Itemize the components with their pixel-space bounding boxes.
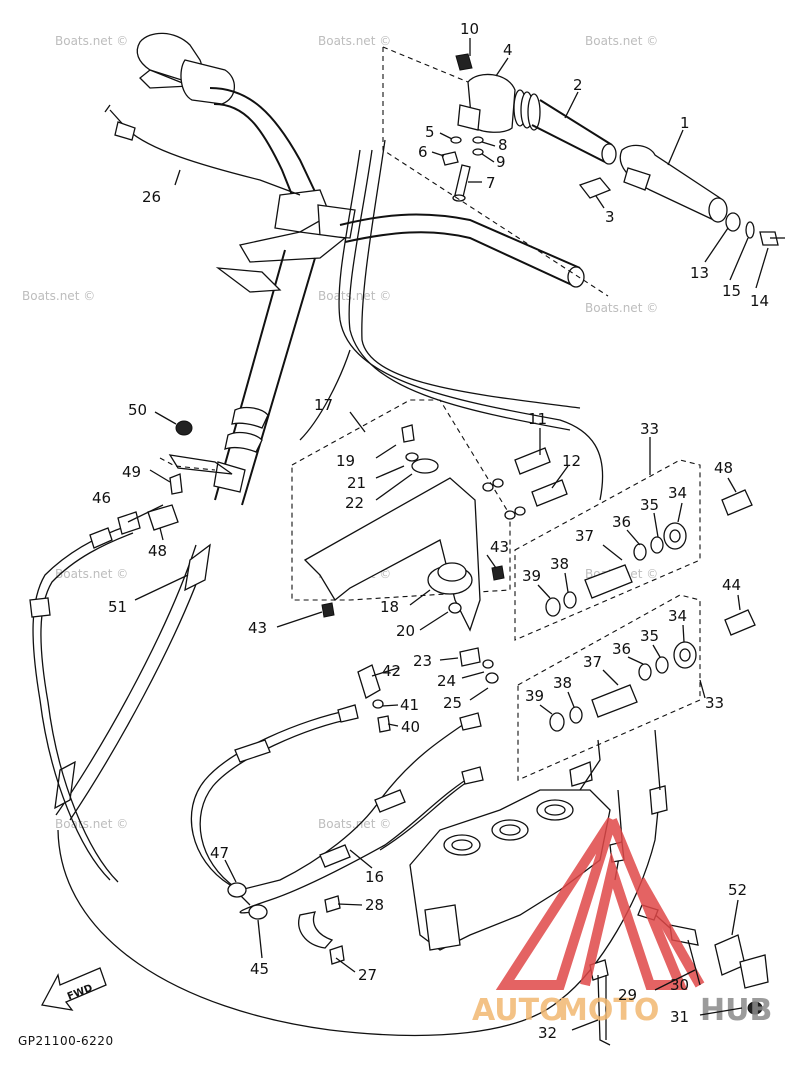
callout-48b: 48	[148, 542, 167, 560]
callout-20: 20	[396, 622, 415, 640]
callout-19: 19	[336, 452, 355, 470]
callout-49: 49	[122, 463, 141, 481]
callout-43a: 43	[248, 619, 267, 637]
callout-11: 11	[528, 410, 547, 428]
callout-25: 25	[443, 694, 462, 712]
watermark: Boats.net ©	[585, 34, 658, 48]
callout-47: 47	[210, 844, 229, 862]
callout-50: 50	[128, 401, 147, 419]
callout-9: 9	[496, 153, 506, 171]
callout-36b: 36	[612, 640, 631, 658]
callout-36a: 36	[612, 513, 631, 531]
callout-8: 8	[498, 136, 508, 154]
callout-15: 15	[722, 282, 741, 300]
watermark: Boats.net ©	[55, 34, 128, 48]
callout-33a: 33	[640, 420, 659, 438]
callout-52: 52	[728, 881, 747, 899]
callout-35a: 35	[640, 496, 659, 514]
watermark: Boats.net ©	[318, 817, 391, 831]
watermark: Boats.net ©	[318, 34, 391, 48]
brand-hub: HUB	[700, 993, 772, 1028]
callout-41: 41	[400, 696, 419, 714]
callout-44: 44	[722, 576, 741, 594]
callout-31: 31	[670, 1008, 689, 1026]
callout-32: 32	[538, 1024, 557, 1042]
callout-1: 1	[680, 114, 690, 132]
callout-26: 26	[142, 188, 161, 206]
callout-37b: 37	[583, 653, 602, 671]
callout-23: 23	[413, 652, 432, 670]
callout-40: 40	[401, 718, 420, 736]
callout-33b: 33	[705, 694, 724, 712]
watermark: Boats.net ©	[585, 301, 658, 315]
callout-13: 13	[690, 264, 709, 282]
cable-routing	[29, 104, 661, 1037]
callout-46: 46	[92, 489, 111, 507]
callout-39a: 39	[522, 567, 541, 585]
callout-6: 6	[418, 143, 428, 161]
callout-38b: 38	[553, 674, 572, 692]
callout-37a: 37	[575, 527, 594, 545]
callout-2: 2	[573, 76, 583, 94]
callout-35b: 35	[640, 627, 659, 645]
group-box-17	[291, 399, 511, 601]
callout-18: 18	[380, 598, 399, 616]
watermark: Boats.net ©	[22, 289, 95, 303]
watermark: Boats.net ©	[55, 817, 128, 831]
callout-24: 24	[437, 672, 456, 690]
callout-42: 42	[382, 662, 401, 680]
callout-3: 3	[605, 208, 615, 226]
callout-7: 7	[486, 174, 496, 192]
throttle-assembly	[441, 53, 785, 246]
callout-38a: 38	[550, 555, 569, 573]
callout-22: 22	[345, 494, 364, 512]
watermark: Boats.net ©	[55, 567, 128, 581]
callout-labels: 10 4 2 1 5 6 8 9 7 3 13 15 14 26 17 19 2…	[92, 20, 769, 1042]
callout-43b: 43	[490, 538, 509, 556]
choke-assembly-upper	[545, 489, 753, 617]
forward-arrow: FWD	[41, 967, 107, 1011]
bracket-17	[303, 424, 568, 733]
watermark: Boats.net ©	[318, 289, 391, 303]
callout-27: 27	[358, 966, 377, 984]
callout-34a: 34	[668, 484, 687, 502]
callout-30: 30	[670, 976, 689, 994]
carburetor-assembly	[169, 420, 769, 1046]
brand-moto: MOTO	[558, 993, 659, 1028]
callout-45: 45	[250, 960, 269, 978]
callout-10: 10	[460, 20, 479, 38]
callout-34b: 34	[668, 607, 687, 625]
callout-48a: 48	[714, 459, 733, 477]
handlebar-assembly	[136, 32, 585, 506]
callout-28: 28	[365, 896, 384, 914]
brand-watermark: AUTO MOTO HUB	[472, 817, 772, 1028]
callout-16: 16	[365, 868, 384, 886]
callout-51: 51	[108, 598, 127, 616]
callout-29: 29	[618, 986, 637, 1004]
drawing-code: GP21100-6220	[18, 1034, 114, 1048]
choke-assembly-lower	[549, 609, 756, 732]
callout-12: 12	[562, 452, 581, 470]
callout-14: 14	[750, 292, 769, 310]
group-box-33-lower	[517, 594, 701, 781]
callout-5: 5	[425, 123, 435, 141]
group-box-33-upper	[514, 459, 701, 641]
group-box-top	[382, 47, 609, 297]
callout-17: 17	[314, 396, 333, 414]
leader-lines	[127, 38, 769, 1031]
brand-auto: AUTO	[472, 993, 565, 1028]
callout-39b: 39	[525, 687, 544, 705]
callout-4: 4	[503, 41, 513, 59]
callout-21: 21	[347, 474, 366, 492]
